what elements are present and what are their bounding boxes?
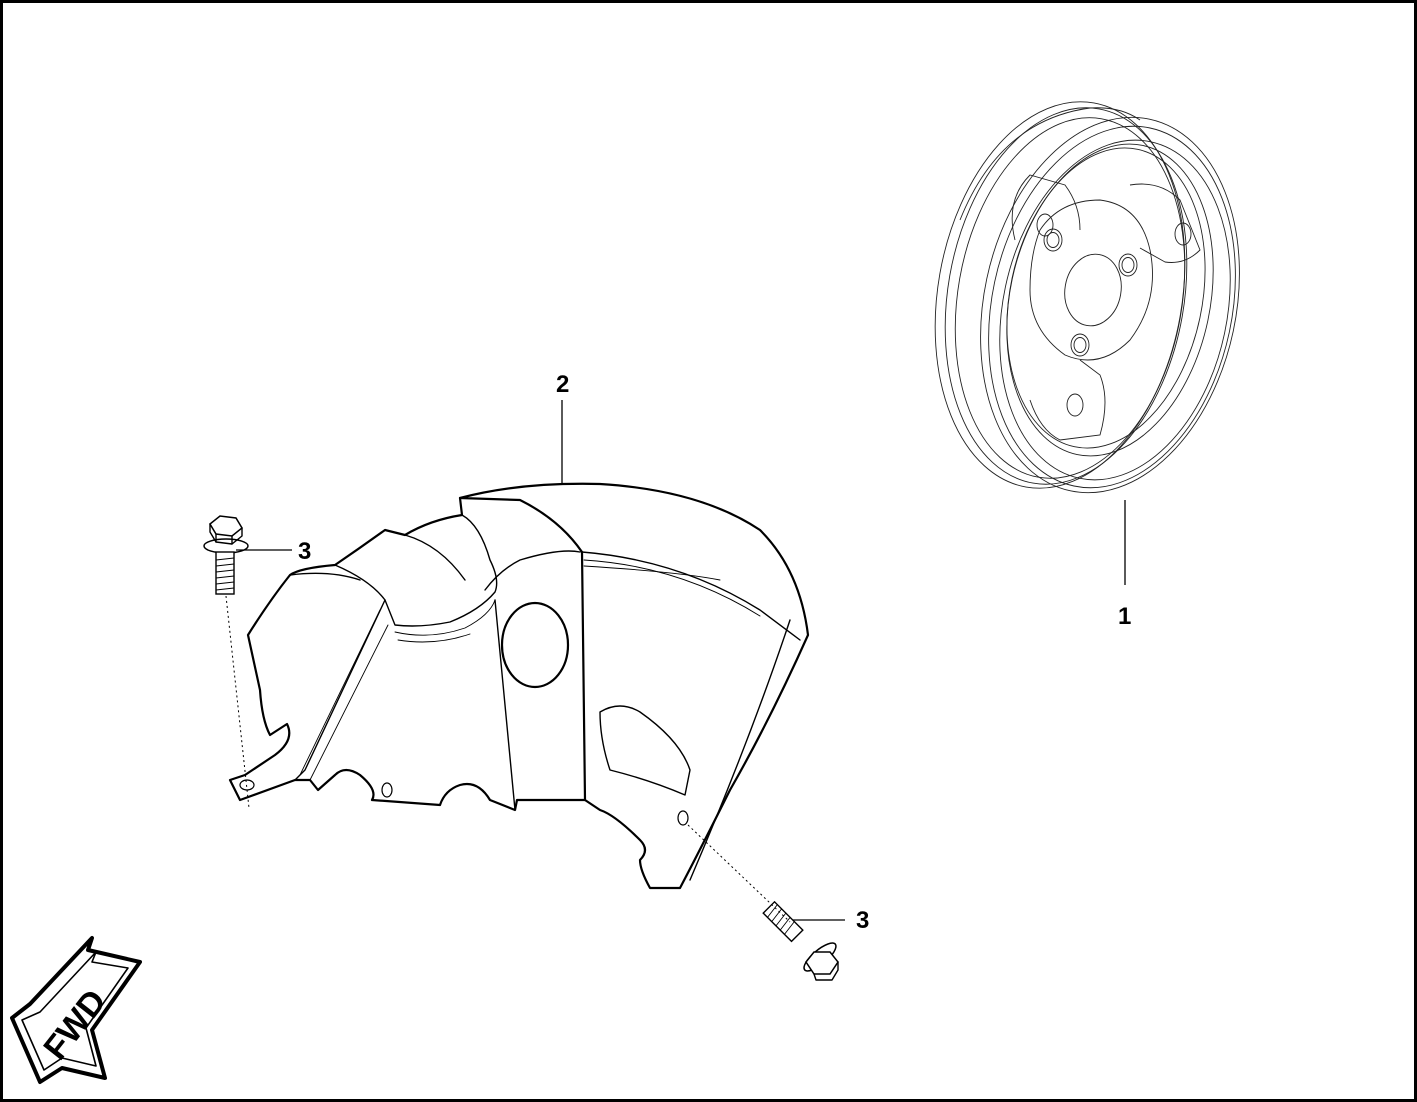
mounting-hole-center — [381, 782, 393, 798]
bolt-upper — [203, 515, 249, 595]
callout-3-lower: 3 — [856, 907, 869, 934]
mounting-hole-right — [677, 810, 689, 826]
rear-mudguard — [228, 482, 810, 890]
callout-3-upper: 3 — [298, 538, 311, 565]
install-axis-upper — [225, 595, 250, 809]
wheel-rim — [934, 101, 1240, 494]
callout-1: 1 — [1118, 603, 1131, 630]
install-axis-lower — [687, 824, 791, 923]
callout-2: 2 — [556, 371, 569, 398]
forward-direction-arrow: FWD — [10, 936, 142, 1084]
bolt-lower — [762, 900, 839, 981]
